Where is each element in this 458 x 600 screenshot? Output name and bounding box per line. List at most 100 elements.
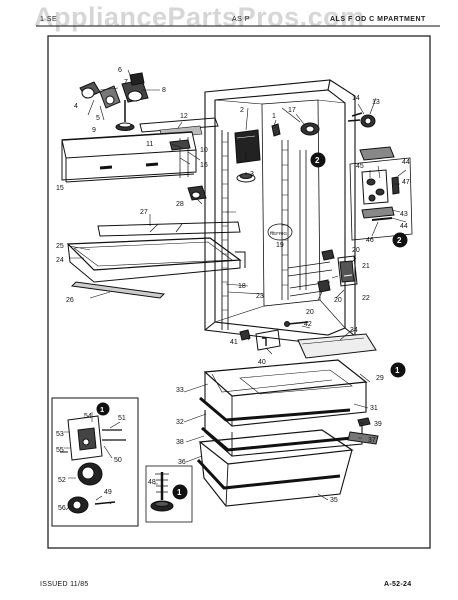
callout-38: 38 xyxy=(176,439,184,446)
callout-22: 22 xyxy=(362,295,370,302)
callout-3: 3 xyxy=(250,171,254,178)
part-28-hole xyxy=(191,191,201,199)
callout-45: 45 xyxy=(356,163,364,170)
header-left-code: 1 SE xyxy=(40,16,58,23)
crisper-pan-upper xyxy=(199,359,368,427)
callout-56: 56 xyxy=(58,505,66,512)
light-assembly xyxy=(281,107,320,136)
callout-28: 28 xyxy=(176,201,184,208)
callout-25: 25 xyxy=(56,243,64,250)
document-id: A-52-24 xyxy=(384,581,412,588)
callout-53: 53 xyxy=(56,431,64,438)
callout-37: 37 xyxy=(368,437,376,444)
callout-17: 17 xyxy=(288,107,296,114)
screw-42-head xyxy=(284,321,290,327)
callout-27: 27 xyxy=(140,209,148,216)
part-39 xyxy=(357,417,371,427)
callout-50: 50 xyxy=(114,457,122,464)
hinge-part-13 xyxy=(347,112,376,128)
callout-42: 42 xyxy=(304,321,312,328)
callout-43: 43 xyxy=(400,211,408,218)
callout-41: 41 xyxy=(230,339,238,346)
marker-1-b: 1 xyxy=(100,405,104,414)
issued-date: ISSUED 11/85 xyxy=(40,581,89,588)
shelf-trim-26 xyxy=(70,281,166,299)
callout-46: 46 xyxy=(366,237,374,244)
header-title: ALS F OD C MPARTMENT xyxy=(330,16,426,23)
control-panel xyxy=(61,131,197,183)
callout-15: 15 xyxy=(56,185,64,192)
callout-36: 36 xyxy=(178,459,186,466)
callout-1: 1 xyxy=(272,113,276,120)
callout-55-a: 55 xyxy=(56,447,64,454)
bracket-part-12 xyxy=(139,117,219,133)
inset-box-roller xyxy=(51,397,139,527)
callout-47: 47 xyxy=(402,179,410,186)
callout-49: 49 xyxy=(104,489,112,496)
marker-2-a: 2 xyxy=(315,156,320,165)
callout-20-b: 20 xyxy=(334,297,342,304)
callout-35: 35 xyxy=(330,497,338,504)
callout-21: 21 xyxy=(362,263,370,270)
callout-2: 2 xyxy=(240,107,244,114)
callout-10: 10 xyxy=(200,147,208,154)
callout-6: 6 xyxy=(118,67,122,74)
roller-assembly xyxy=(60,415,126,514)
callout-8: 8 xyxy=(162,87,166,94)
callout-54: 54 xyxy=(84,413,92,420)
crisper-cover-support xyxy=(317,249,358,293)
refrig-label-badge xyxy=(267,223,293,241)
header-middle-code: AS P xyxy=(232,16,250,23)
crisper-pan-lower xyxy=(196,429,354,507)
crisper-bracket xyxy=(239,329,281,351)
shelf-ladder-left xyxy=(221,130,229,330)
callout-7: 7 xyxy=(124,79,128,86)
marker-1-a: 1 xyxy=(395,366,400,375)
control-housing xyxy=(234,129,261,164)
refrig-label-text: REFRIG xyxy=(270,231,288,236)
crisper-cover xyxy=(297,333,377,359)
callout-20: 20 xyxy=(352,247,360,254)
callout-12: 12 xyxy=(180,113,188,120)
callout-39: 39 xyxy=(374,421,382,428)
callout-52: 52 xyxy=(58,477,66,484)
leveling-leg xyxy=(150,472,174,512)
callout-29: 29 xyxy=(376,375,384,382)
callout-51: 51 xyxy=(118,415,126,422)
inset-hinge-assembly xyxy=(349,146,413,241)
callout-26: 26 xyxy=(66,297,74,304)
callout-23: 23 xyxy=(256,293,264,300)
marker-1-c: 1 xyxy=(177,488,182,497)
glass-shelf-assembly xyxy=(66,221,246,283)
callout-44-a: 44 xyxy=(402,159,410,166)
callout-40: 40 xyxy=(258,359,266,366)
diagram-border xyxy=(47,35,431,549)
callout-4: 4 xyxy=(74,103,78,110)
reference-markers: 2 2 1 1 1 xyxy=(96,152,408,500)
callout-32: 32 xyxy=(176,419,184,426)
callout-labels: 6 7 8 4 5 9 12 11 10 16 15 2 1 17 14 13 … xyxy=(56,67,410,512)
callout-18: 18 xyxy=(238,283,246,290)
callout-19: 19 xyxy=(276,242,284,249)
callout-34: 34 xyxy=(350,327,358,334)
watermark: AppliancePartsPros.com xyxy=(34,2,365,32)
callout-24: 24 xyxy=(56,257,64,264)
callout-9: 9 xyxy=(92,127,96,134)
callout-5: 5 xyxy=(96,115,100,122)
leader-lines xyxy=(64,69,407,511)
bracket-part-1 xyxy=(271,123,281,137)
callout-11: 11 xyxy=(146,141,153,148)
screw-42 xyxy=(287,321,309,325)
inset-box-leveler xyxy=(145,465,193,523)
marker-2-b: 2 xyxy=(397,236,402,245)
callout-31: 31 xyxy=(370,405,378,412)
callout-33: 33 xyxy=(176,387,184,394)
callout-13: 13 xyxy=(372,99,380,106)
callout-44-b: 44 xyxy=(400,223,408,230)
cabinet-liner xyxy=(204,79,356,346)
callout-48: 48 xyxy=(148,479,156,486)
drawer-slide-37 xyxy=(347,431,379,445)
callout-14: 14 xyxy=(352,95,360,102)
callout-20-c: 20 xyxy=(306,309,314,316)
